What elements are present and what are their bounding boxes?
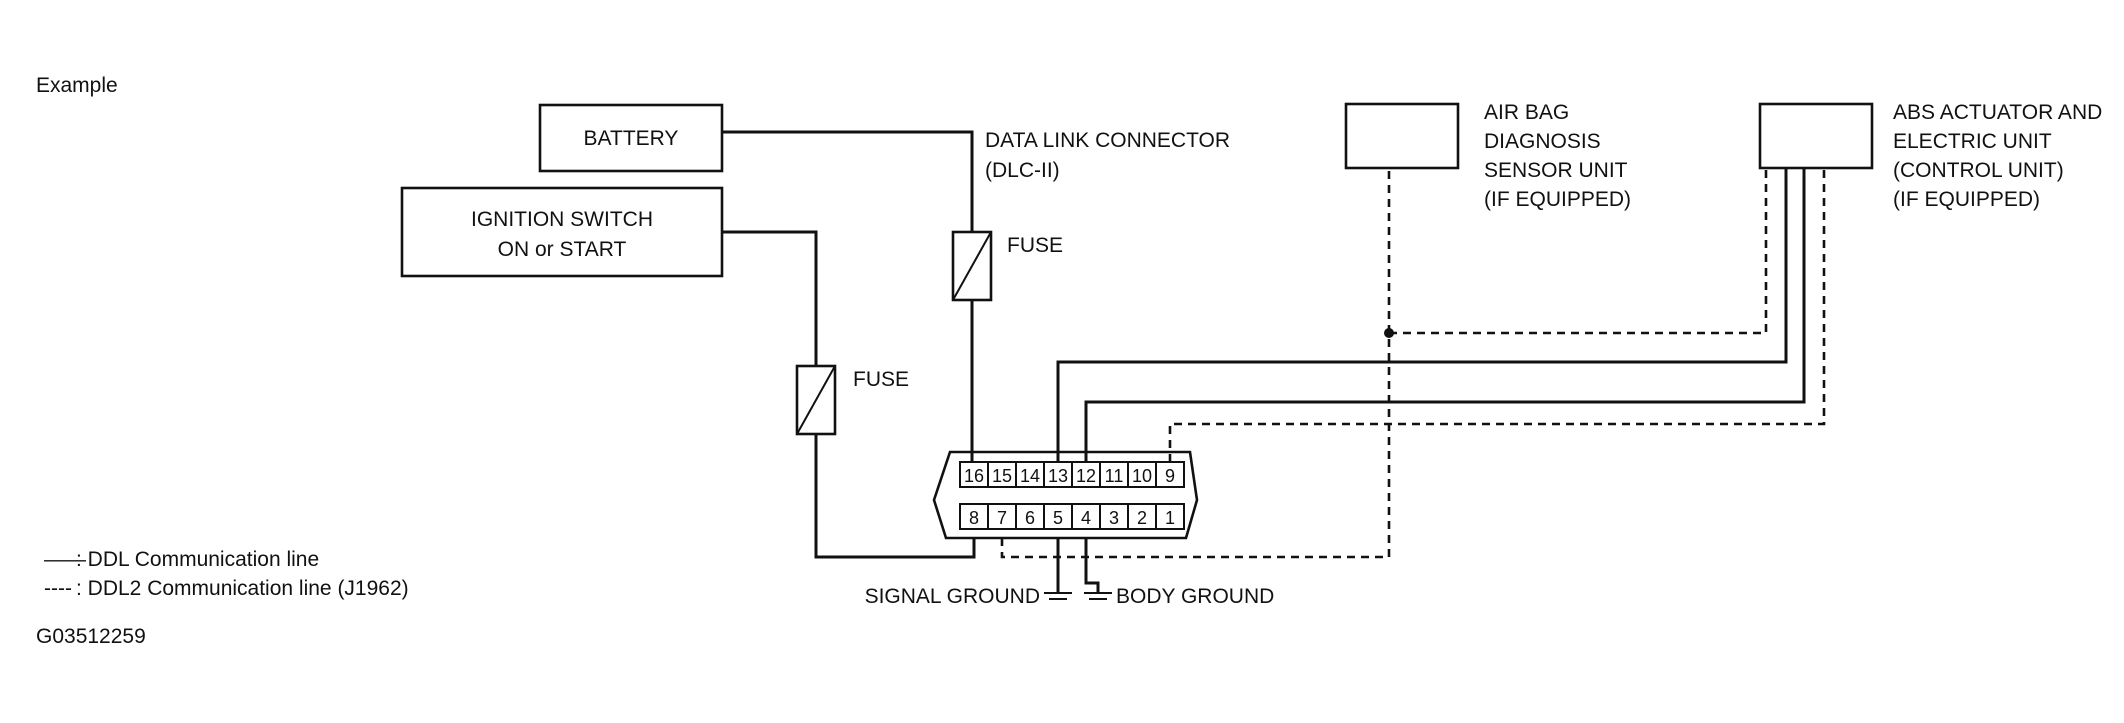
pin-8: 8 bbox=[969, 508, 979, 528]
ignition-switch-label: IGNITION SWITCH bbox=[471, 208, 653, 231]
fuse-upper-element bbox=[952, 231, 992, 301]
airbag-unit-box bbox=[1344, 102, 1460, 170]
airbag-label-4: (IF EQUIPPED) bbox=[1484, 188, 1631, 211]
signal-ground-label: SIGNAL GROUND bbox=[865, 585, 1040, 608]
dlc-sublabel: (DLC-II) bbox=[985, 159, 1060, 182]
top-pin-labels: 16 15 14 13 12 11 10 9 bbox=[964, 466, 1175, 486]
body-ground-symbol bbox=[1084, 592, 1112, 600]
abs-pin12-wire bbox=[1084, 168, 1806, 462]
ignition-switch-box bbox=[400, 186, 724, 278]
signal-ground-symbol bbox=[1044, 592, 1072, 600]
abs-label-3: (CONTROL UNIT) bbox=[1893, 159, 2064, 182]
junction-dot bbox=[1384, 328, 1394, 338]
abs-label-4: (IF EQUIPPED) bbox=[1893, 188, 2040, 211]
pin-11: 11 bbox=[1105, 466, 1124, 486]
ignition-fuse-to-pin8-wire bbox=[814, 434, 976, 559]
bottom-pin-labels: 8 7 6 5 4 3 2 1 bbox=[969, 508, 1175, 528]
pin-16: 16 bbox=[964, 466, 984, 486]
example-label: Example bbox=[36, 74, 118, 97]
battery-box bbox=[538, 103, 724, 173]
legend-dashed-label: : DDL2 Communication line (J1962) bbox=[76, 577, 409, 600]
abs-unit-box bbox=[1758, 102, 1874, 170]
legend-solid-label: : DDL Communication line bbox=[76, 548, 319, 571]
figure-id: G03512259 bbox=[36, 625, 146, 648]
airbag-pin7-dashed-wire bbox=[1000, 168, 1391, 559]
legend-dashed-symbol: ---- bbox=[44, 577, 72, 600]
pin-14: 14 bbox=[1020, 466, 1040, 486]
pin-7: 7 bbox=[997, 508, 1007, 528]
body-ground-wire bbox=[1084, 538, 1100, 593]
pin-2: 2 bbox=[1137, 508, 1147, 528]
pin-10: 10 bbox=[1132, 466, 1152, 486]
legend: —— : DDL Communication line ---- : DDL2 … bbox=[44, 548, 409, 600]
pin-1: 1 bbox=[1165, 508, 1175, 528]
abs-pin13-wire bbox=[1056, 168, 1788, 462]
fuse-upper-label: FUSE bbox=[1007, 234, 1063, 257]
pin-3: 3 bbox=[1109, 508, 1119, 528]
abs-label-2: ELECTRIC UNIT bbox=[1893, 130, 2052, 153]
pin-13: 13 bbox=[1048, 466, 1068, 486]
battery-label: BATTERY bbox=[584, 127, 679, 150]
airbag-label-1: AIR BAG bbox=[1484, 101, 1569, 124]
pin-9: 9 bbox=[1165, 466, 1175, 486]
fuse-lower-label: FUSE bbox=[853, 368, 909, 391]
legend-solid-symbol: —— bbox=[44, 548, 86, 571]
pin-15: 15 bbox=[992, 466, 1012, 486]
ignition-wire bbox=[722, 230, 818, 366]
battery-wire bbox=[722, 130, 974, 232]
abs-label-1: ABS ACTUATOR AND bbox=[1893, 101, 2102, 124]
airbag-label-3: SENSOR UNIT bbox=[1484, 159, 1628, 182]
pin-4: 4 bbox=[1081, 508, 1091, 528]
airbag-label-2: DIAGNOSIS bbox=[1484, 130, 1601, 153]
pin-6: 6 bbox=[1025, 508, 1035, 528]
data-link-connector bbox=[932, 450, 1199, 540]
body-ground-label: BODY GROUND bbox=[1116, 585, 1274, 608]
connector-pin-grid bbox=[959, 461, 1185, 530]
fuse-lower-element bbox=[796, 365, 836, 435]
pin-5: 5 bbox=[1053, 508, 1063, 528]
abs-pin9-dashed-wire bbox=[1168, 168, 1826, 462]
dlc-label: DATA LINK CONNECTOR bbox=[985, 129, 1230, 152]
pin-12: 12 bbox=[1076, 466, 1096, 486]
ignition-switch-sublabel: ON or START bbox=[498, 238, 627, 261]
